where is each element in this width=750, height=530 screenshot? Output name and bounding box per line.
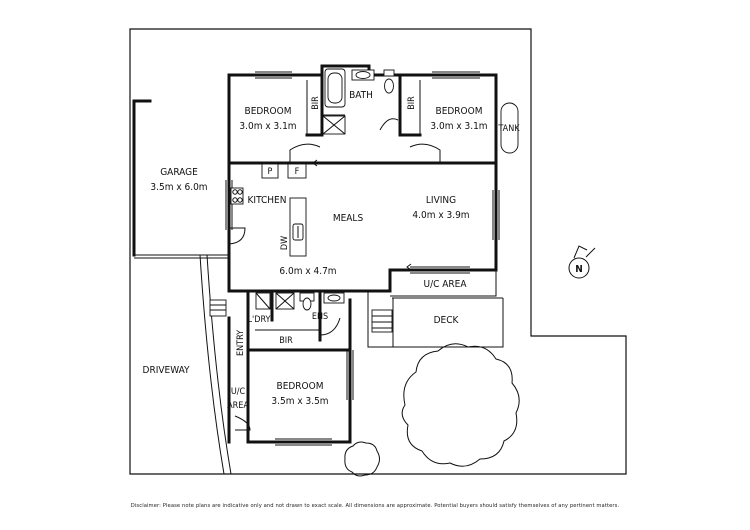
bedroom-left-name: BEDROOM — [245, 106, 292, 117]
bedroom-right-name: BEDROOM — [436, 106, 483, 117]
entry-steps — [209, 299, 227, 317]
garage-name: GARAGE — [160, 167, 198, 178]
uc-area-top-label: U/C AREA — [424, 279, 468, 290]
garage-size: 3.5m x 6.0m — [150, 182, 207, 193]
deck-steps — [371, 309, 393, 333]
driveway-edges — [199, 254, 232, 475]
vanity-and-toilet — [351, 69, 395, 94]
meals-label: MEALS — [333, 213, 364, 224]
ensuite-fixtures — [299, 292, 345, 311]
dishwasher-label: DW — [280, 236, 290, 250]
disclaimer-text: Disclaimer: Please note plans are indica… — [130, 503, 620, 509]
bathtub — [324, 68, 346, 108]
flow-arrows — [312, 159, 412, 271]
bir-right-label: BIR — [407, 96, 417, 110]
entry-label: ENTRY — [236, 330, 246, 356]
water-tank — [500, 102, 519, 154]
tank-label: TANK — [497, 124, 520, 134]
uc-area-line2: AREA — [227, 401, 249, 411]
bir-bottom-label: BIR — [279, 336, 293, 346]
kitchen-label: KITCHEN — [248, 195, 287, 206]
laundry-fixtures — [255, 292, 295, 310]
meals-size: 6.0m x 4.7m — [279, 266, 336, 277]
pantry-label: P — [268, 167, 273, 177]
living-size: 4.0m x 3.9m — [412, 210, 469, 221]
deck-area — [367, 269, 504, 348]
cooktop — [230, 187, 244, 205]
bath-label: BATH — [349, 90, 373, 101]
garage-walls — [132, 99, 229, 259]
fridge-label: F — [295, 167, 300, 177]
living-name: LIVING — [426, 195, 456, 206]
kitchen-island — [289, 197, 307, 257]
laundry-label: L'DRY — [248, 315, 271, 325]
lot-boundary — [129, 28, 627, 475]
ensuite-label: ENS — [312, 312, 328, 322]
bedroom-left-size: 3.0m x 3.1m — [239, 121, 296, 132]
bedroom-right-size: 3.0m x 3.1m — [430, 121, 487, 132]
bedroom-bottom-size: 3.5m x 3.5m — [271, 396, 328, 407]
tree-small — [344, 441, 380, 477]
bir-left-label: BIR — [311, 96, 321, 110]
compass-label: N — [575, 264, 583, 275]
driveway-label: DRIVEWAY — [143, 365, 190, 376]
north-compass-icon: N — [568, 245, 596, 279]
pantry-fridge — [261, 163, 307, 179]
tree-large — [401, 343, 520, 467]
bedroom-bottom-name: BEDROOM — [277, 381, 324, 392]
deck-label: DECK — [434, 315, 460, 326]
uc-area-line1: U/C — [231, 387, 246, 397]
shower — [322, 115, 346, 135]
door-swings — [228, 118, 441, 431]
